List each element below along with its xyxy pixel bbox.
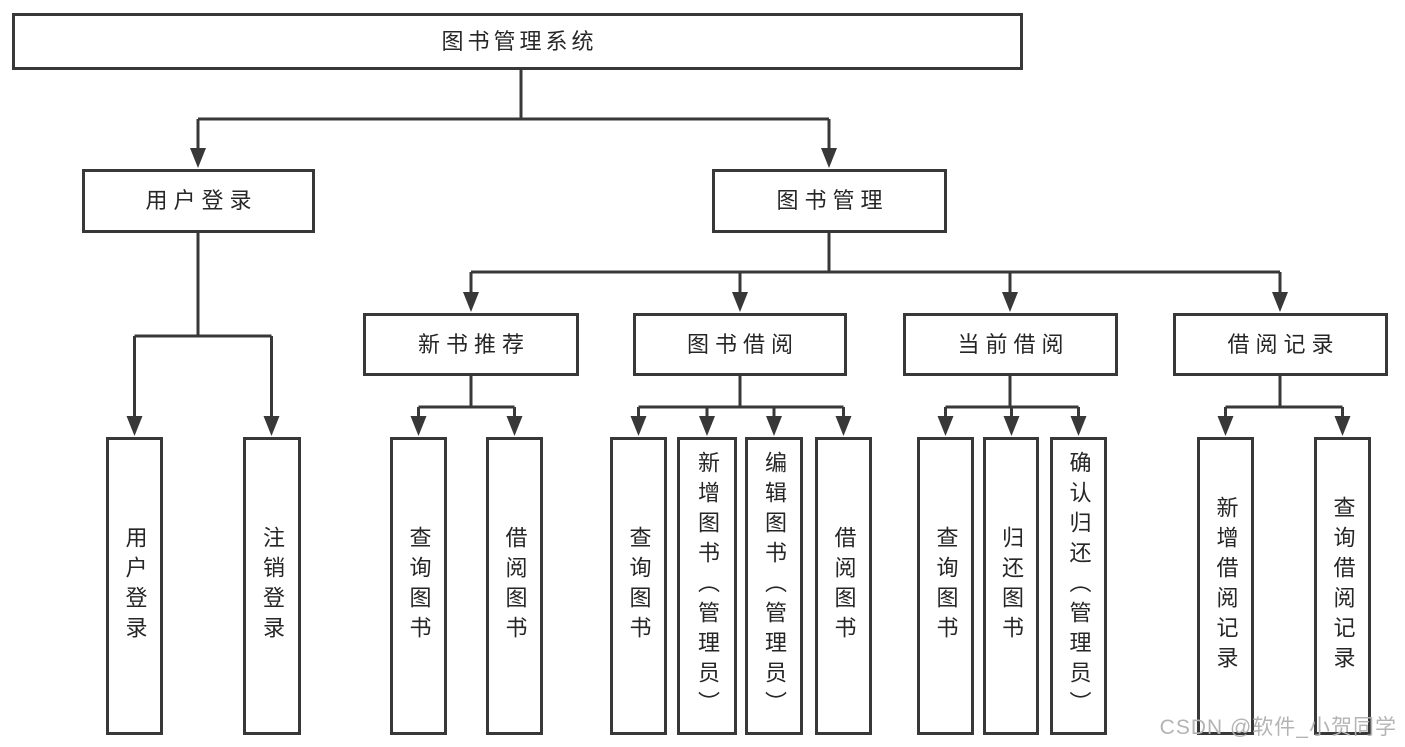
leaf-query-books-recommend: 查询图书: [390, 437, 447, 735]
node-label: 新增图书（管理员）: [695, 451, 720, 721]
leaf-borrow-books-recommend: 借阅图书: [486, 437, 543, 735]
leaf-user-login: 用户登录: [106, 437, 163, 735]
node-label: 查询图书: [626, 526, 652, 646]
leaf-logout: 注销登录: [243, 437, 301, 735]
node-label: 查询借阅记录: [1330, 496, 1356, 676]
node-library-management-system: 图书管理系统: [12, 13, 1023, 70]
watermark-text: CSDN @软件_小贺同学: [1159, 716, 1397, 739]
node-label: 当前借阅: [957, 331, 1070, 357]
connector-paths: [133, 69, 1344, 418]
node-label: 新增借阅记录: [1213, 496, 1239, 676]
node-label: 确认归还（管理员）: [1066, 451, 1092, 721]
node-label: 图书管理: [776, 188, 889, 213]
node-label: 用户登录: [145, 188, 258, 213]
leaf-confirm-return-admin: 确认归还（管理员）: [1050, 437, 1107, 735]
node-book-management: 图书管理: [712, 169, 947, 233]
leaf-add-borrow-record: 新增借阅记录: [1197, 437, 1254, 735]
node-book-borrowing: 图书借阅: [633, 313, 847, 376]
leaf-borrow-books-borrowing: 借阅图书: [815, 437, 872, 735]
node-label: 借阅图书: [502, 526, 528, 646]
node-new-book-recommend: 新书推荐: [363, 313, 579, 376]
arrowhead-icons: [126, 148, 1351, 436]
node-label: 图书借阅: [686, 331, 799, 357]
leaf-query-borrow-record: 查询借阅记录: [1314, 437, 1371, 735]
node-label: 编辑图书（管理员）: [762, 451, 787, 721]
node-label: 借阅记录: [1227, 331, 1340, 357]
node-label: 用户登录: [122, 526, 148, 646]
node-label: 新书推荐: [417, 331, 530, 357]
leaf-query-books-borrowing: 查询图书: [610, 437, 667, 735]
node-borrowing-records: 借阅记录: [1173, 313, 1388, 376]
node-label: 借阅图书: [831, 526, 857, 646]
leaf-return-books: 归还图书: [983, 437, 1039, 735]
node-label: 查询图书: [406, 526, 432, 646]
node-label: 归还图书: [999, 526, 1024, 646]
node-user-login: 用户登录: [82, 169, 315, 233]
node-label: 注销登录: [260, 526, 285, 646]
node-current-borrowing: 当前借阅: [903, 313, 1118, 376]
node-label: 查询图书: [933, 526, 959, 646]
node-label: 图书管理系统: [441, 28, 598, 54]
leaf-add-book-admin: 新增图书（管理员）: [677, 437, 737, 735]
leaf-query-books-current: 查询图书: [917, 437, 974, 735]
leaf-edit-book-admin: 编辑图书（管理员）: [745, 437, 803, 735]
